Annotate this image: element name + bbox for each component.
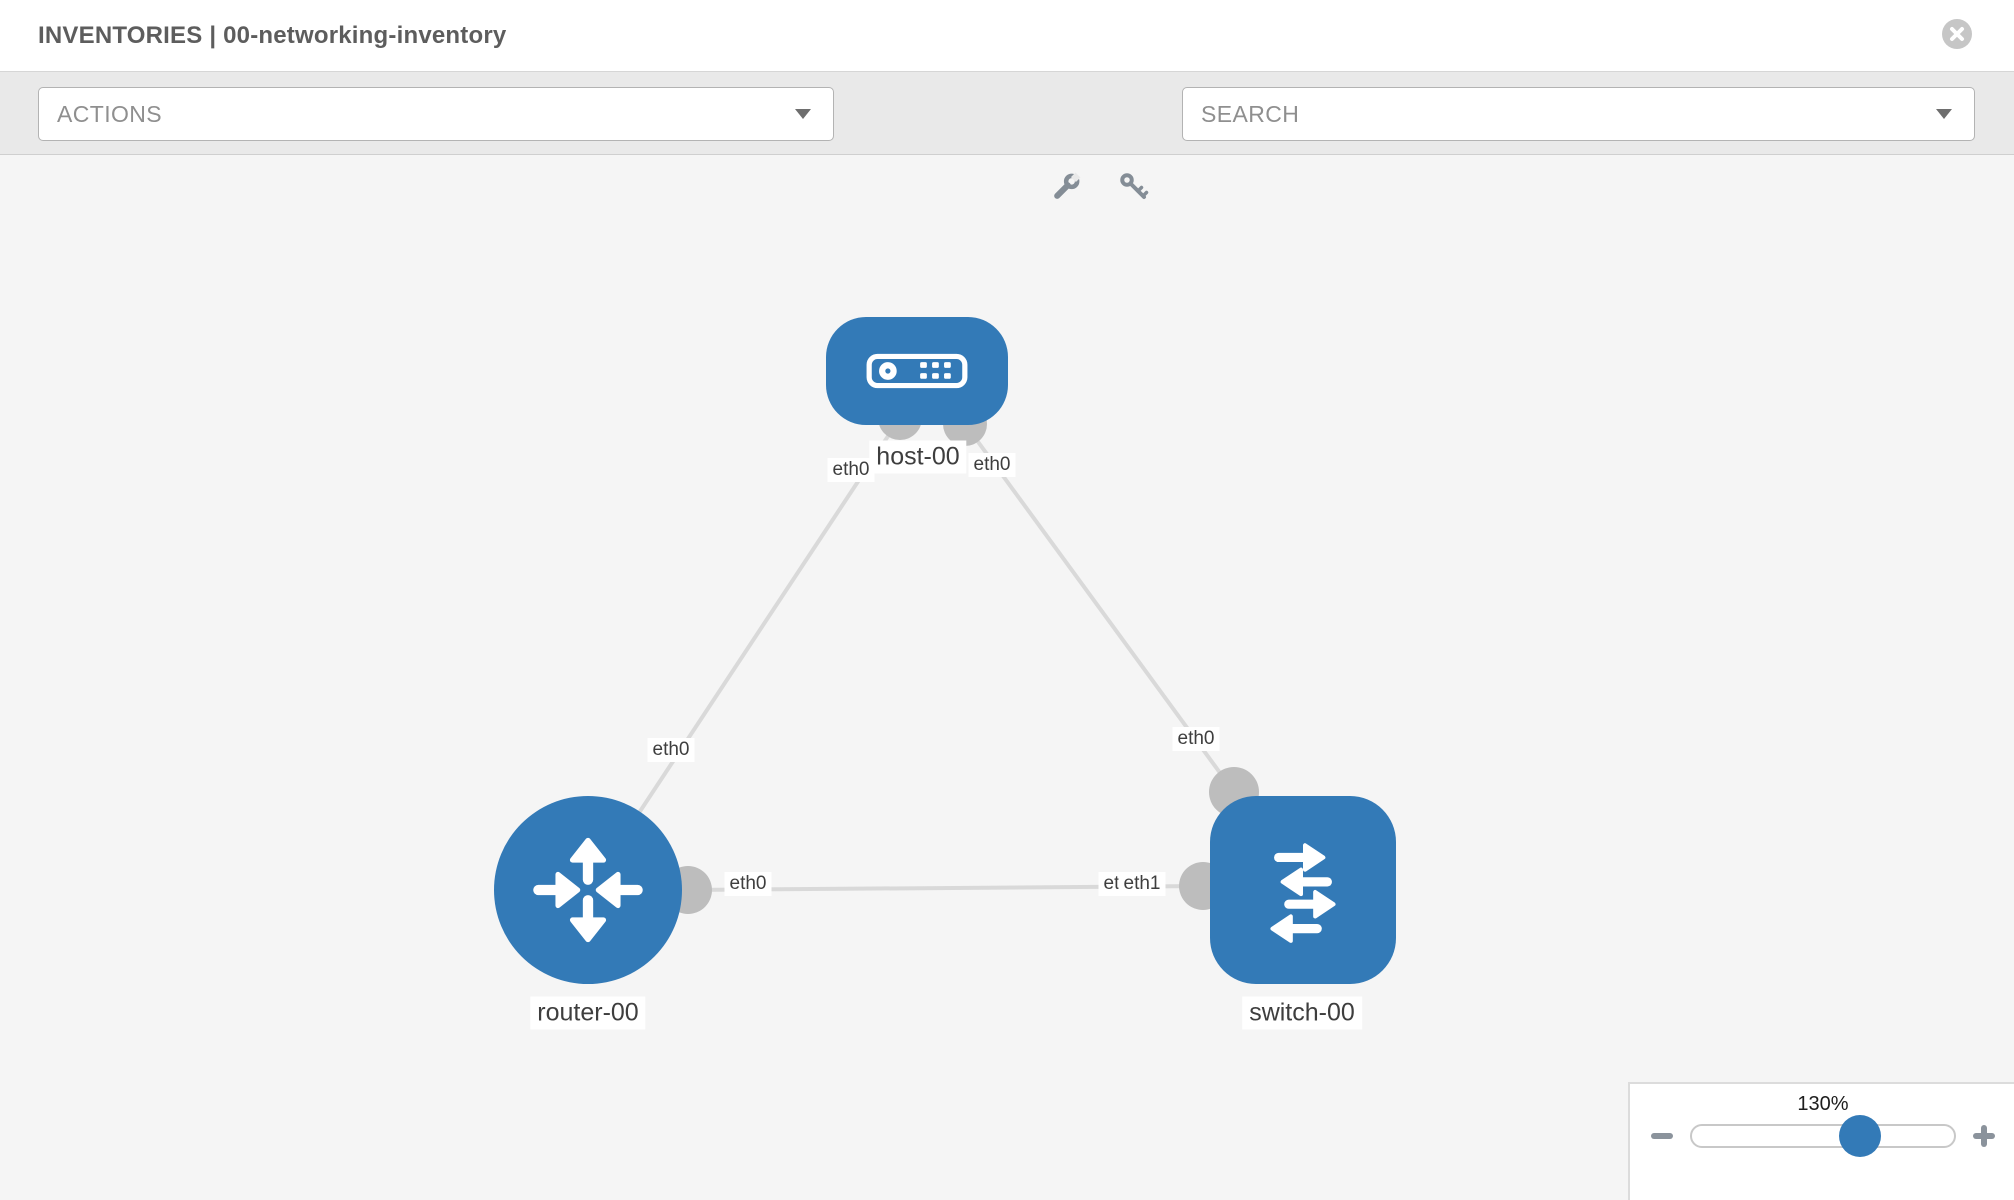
actions-dropdown-label: ACTIONS xyxy=(57,100,163,127)
node-switch-00[interactable] xyxy=(1210,796,1396,984)
key-icon[interactable] xyxy=(1118,171,1150,203)
chevron-down-icon xyxy=(795,109,811,119)
switch-icon xyxy=(1270,843,1336,943)
close-icon xyxy=(1950,27,1964,41)
chevron-down-icon xyxy=(1936,109,1952,119)
page-title: INVENTORIES | 00-networking-inventory xyxy=(38,22,507,49)
toolbar: ACTIONS SEARCH xyxy=(0,72,2014,199)
actions-dropdown[interactable]: ACTIONS xyxy=(38,87,834,141)
interface-label: eth0 xyxy=(1172,727,1220,751)
zoom-level-value: 130% xyxy=(1797,1093,1849,1115)
interface-label: eth0 xyxy=(647,738,695,762)
interface-label: eth0 xyxy=(968,453,1016,477)
close-button[interactable] xyxy=(1942,19,1972,49)
router-icon xyxy=(533,837,643,943)
node-label-host: host-00 xyxy=(869,440,967,474)
zoom-out-button[interactable] xyxy=(1650,1124,1674,1148)
search-dropdown[interactable]: SEARCH xyxy=(1182,87,1975,141)
interface-label: eth0 xyxy=(724,872,772,896)
zoom-slider-track[interactable] xyxy=(1690,1115,1956,1157)
zoom-slider-thumb[interactable] xyxy=(1838,1115,1881,1157)
header: INVENTORIES | 00-networking-inventory xyxy=(0,0,2014,72)
zoom-control-panel: 130% xyxy=(1628,1082,2014,1200)
host-icon xyxy=(866,353,968,389)
node-label-router: router-00 xyxy=(530,996,646,1030)
zoom-in-button[interactable] xyxy=(1972,1124,1996,1148)
interface-label: eth0 xyxy=(827,458,875,482)
node-label-switch: switch-00 xyxy=(1242,996,1362,1030)
node-host-00[interactable] xyxy=(826,317,1008,425)
topology-canvas[interactable] xyxy=(0,155,2014,1200)
search-dropdown-label: SEARCH xyxy=(1201,100,1300,127)
node-router-00[interactable] xyxy=(494,796,682,984)
wrench-icon[interactable] xyxy=(1050,171,1082,203)
interface-label: eth1 xyxy=(1118,872,1166,896)
